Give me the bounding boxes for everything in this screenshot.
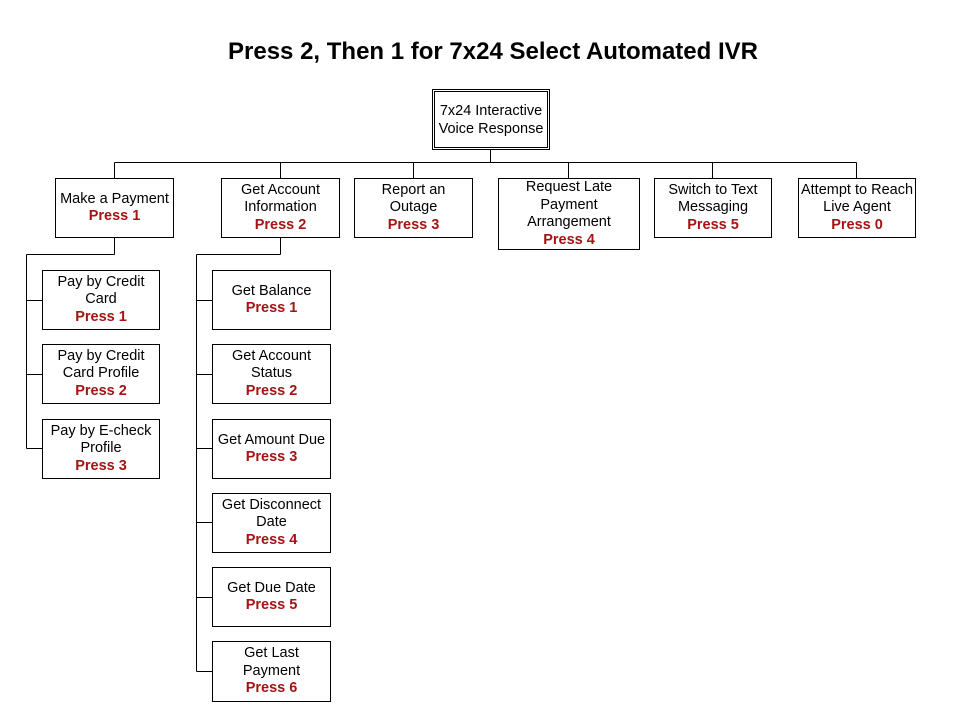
- press-key-label: Press 6: [245, 680, 298, 697]
- node-label: Outage: [389, 199, 438, 216]
- node-switch-to-text-messaging: Switch to Text Messaging Press 5: [654, 178, 772, 238]
- node-label: Switch to Text: [668, 181, 758, 198]
- press-key-label: Press 2: [245, 382, 298, 399]
- node-label: Information: [244, 199, 317, 216]
- node-attempt-to-reach-live-agent: Attempt to Reach Live Agent Press 0: [798, 178, 916, 238]
- press-key-label: Press 1: [88, 208, 141, 224]
- node-label: Messaging: [677, 199, 749, 216]
- press-key-label: Press 2: [75, 382, 127, 399]
- node-label: Profile: [80, 440, 122, 457]
- root-label-line-2: Voice Response: [438, 120, 544, 137]
- node-label: Request Late: [525, 179, 613, 195]
- node-pay-by-credit-card: Pay by Credit Card Press 1: [42, 270, 160, 330]
- node-label: Get Amount Due: [217, 431, 326, 448]
- node-label: Pay by Credit: [57, 347, 145, 364]
- press-key-label: Press 3: [245, 449, 298, 465]
- node-make-a-payment: Make a Payment Press 1: [55, 178, 174, 238]
- node-label: Get Account: [232, 347, 311, 364]
- press-key-label: Press 2: [254, 216, 307, 233]
- press-key-label: Press 3: [387, 216, 440, 233]
- node-label: Get Disconnect: [221, 496, 322, 513]
- node-label: Make a Payment: [60, 190, 169, 207]
- node-label: Report an: [381, 181, 446, 198]
- node-label: Attempt to Reach: [800, 181, 914, 198]
- node-get-disconnect-date: Get Disconnect Date Press 4: [212, 493, 331, 553]
- node-label: Date: [256, 514, 287, 531]
- node-label: Get Account: [241, 181, 320, 198]
- press-key-label: Press 1: [245, 300, 298, 316]
- node-label: Live Agent: [823, 199, 891, 216]
- node-label: Get Last: [244, 645, 299, 662]
- node-label: Get Due Date: [227, 579, 316, 596]
- node-label: Payment: [540, 196, 598, 213]
- press-key-label: Press 4: [543, 231, 595, 248]
- press-key-label: Press 3: [75, 457, 127, 474]
- diagram-title: Press 2, Then 1 for 7x24 Select Automate…: [228, 38, 758, 65]
- node-label: Pay by E-check: [50, 422, 152, 439]
- node-label: Pay by Credit: [57, 273, 145, 290]
- node-label: Status: [250, 365, 293, 382]
- node-label: Arrangement: [527, 214, 611, 230]
- node-get-account-information: Get Account Information Press 2: [221, 178, 340, 238]
- node-get-due-date: Get Due Date Press 5: [212, 567, 331, 627]
- node-get-last-payment: Get Last Payment Press 6: [212, 641, 331, 702]
- press-key-label: Press 0: [831, 216, 883, 233]
- press-key-label: Press 1: [75, 308, 127, 325]
- root-label-line-1: 7x24 Interactive: [439, 102, 543, 119]
- node-pay-by-credit-card-profile: Pay by Credit Card Profile Press 2: [42, 344, 160, 404]
- node-get-account-status: Get Account Status Press 2: [212, 344, 331, 404]
- node-request-late-payment-arrangement: Request Late Payment Arrangement Press 4: [498, 178, 640, 250]
- root-node-ivr: 7x24 Interactive Voice Response: [432, 89, 550, 150]
- node-get-balance: Get Balance Press 1: [212, 270, 331, 330]
- press-key-label: Press 5: [687, 216, 739, 233]
- node-get-amount-due: Get Amount Due Press 3: [212, 419, 331, 479]
- press-key-label: Press 5: [245, 597, 298, 613]
- node-label: Card: [85, 291, 117, 308]
- node-pay-by-e-check-profile: Pay by E-check Profile Press 3: [42, 419, 160, 479]
- node-report-an-outage: Report an Outage Press 3: [354, 178, 473, 238]
- press-key-label: Press 4: [245, 531, 298, 548]
- node-label: Get Balance: [231, 282, 312, 299]
- node-label: Payment: [242, 662, 301, 679]
- node-label: Card Profile: [62, 365, 140, 382]
